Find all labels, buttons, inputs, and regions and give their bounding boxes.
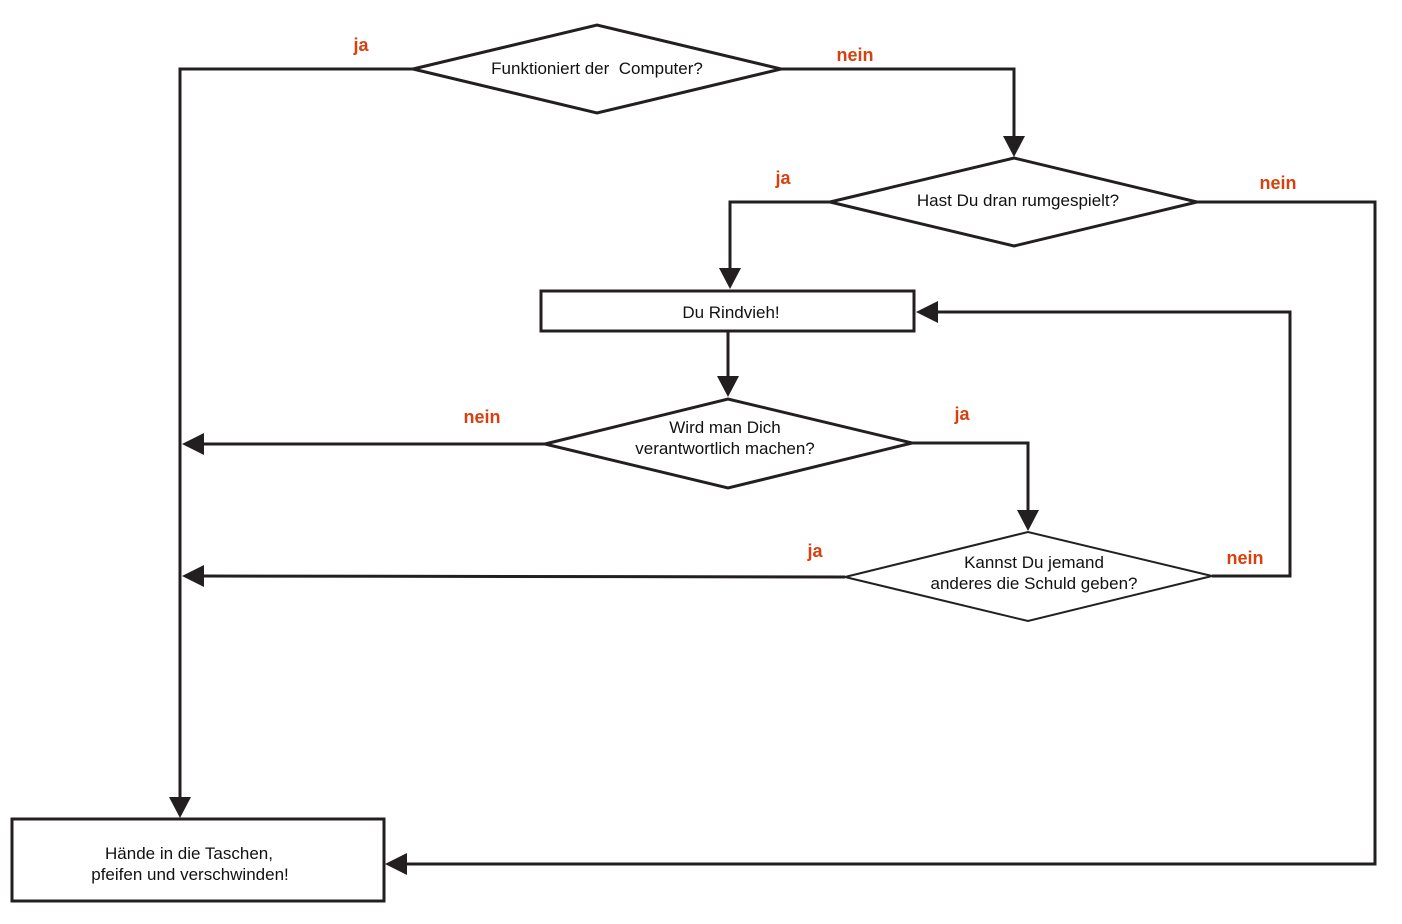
decision-blame-someone-else (844, 530, 1213, 623)
process-rindvieh-text: Du Rindvieh! (682, 303, 779, 322)
edge-others-yes-line (201, 574, 846, 579)
edge-start-no-arrowhead (1003, 136, 1025, 157)
edge-idiot-to-blamed-arrowhead (717, 376, 739, 397)
process-rindvieh (539, 289, 916, 333)
label-start-no: nein (836, 45, 873, 65)
decision-blame-someone-else-text-line2: anderes die Schuld geben? (931, 574, 1138, 593)
label-blamed-no: nein (463, 407, 500, 427)
terminal-hands-in-pockets (10, 817, 386, 903)
edge-played-no-arrowhead (385, 853, 407, 875)
decision-played-with-it (829, 156, 1198, 248)
edge-blamed-yes-line (912, 441, 1030, 512)
decision-computer-works-text: Funktioniert der Computer? (491, 59, 703, 78)
edge-start-yes-arrowhead (169, 797, 191, 818)
label-others-yes: ja (806, 541, 823, 561)
edge-played-yes-arrowhead (719, 268, 741, 289)
edge-blamed-no-arrowhead (182, 433, 204, 455)
edge-others-no-arrowhead (916, 301, 938, 323)
edge-others-no-line (936, 310, 1292, 578)
edge-start-no-line (781, 67, 1016, 138)
label-played-yes: ja (774, 168, 791, 188)
terminal-hands-in-pockets-text-line2: pfeifen und verschwinden! (91, 865, 289, 884)
edge-played-no-line (405, 200, 1377, 866)
label-played-no: nein (1259, 173, 1296, 193)
decision-computer-works (412, 23, 782, 115)
edge-start-yes-line (178, 67, 413, 798)
decision-will-you-be-blamed-text-line1: Wird man Dich (669, 418, 780, 437)
label-start-yes: ja (352, 35, 369, 55)
edge-others-yes-arrowhead (182, 565, 204, 587)
edge-blamed-yes-arrowhead (1017, 510, 1039, 531)
decision-will-you-be-blamed-text-line2: verantwortlich machen? (635, 439, 815, 458)
label-others-no: nein (1226, 548, 1263, 568)
decision-played-with-it-text: Hast Du dran rumgespielt? (917, 191, 1119, 210)
edge-played-yes-line (728, 200, 830, 270)
terminal-hands-in-pockets-text-line1: Hände in die Taschen, (105, 844, 273, 863)
decision-will-you-be-blamed (544, 397, 913, 490)
label-blamed-yes: ja (953, 404, 970, 424)
decision-blame-someone-else-text-line1: Kannst Du jemand (964, 553, 1104, 572)
